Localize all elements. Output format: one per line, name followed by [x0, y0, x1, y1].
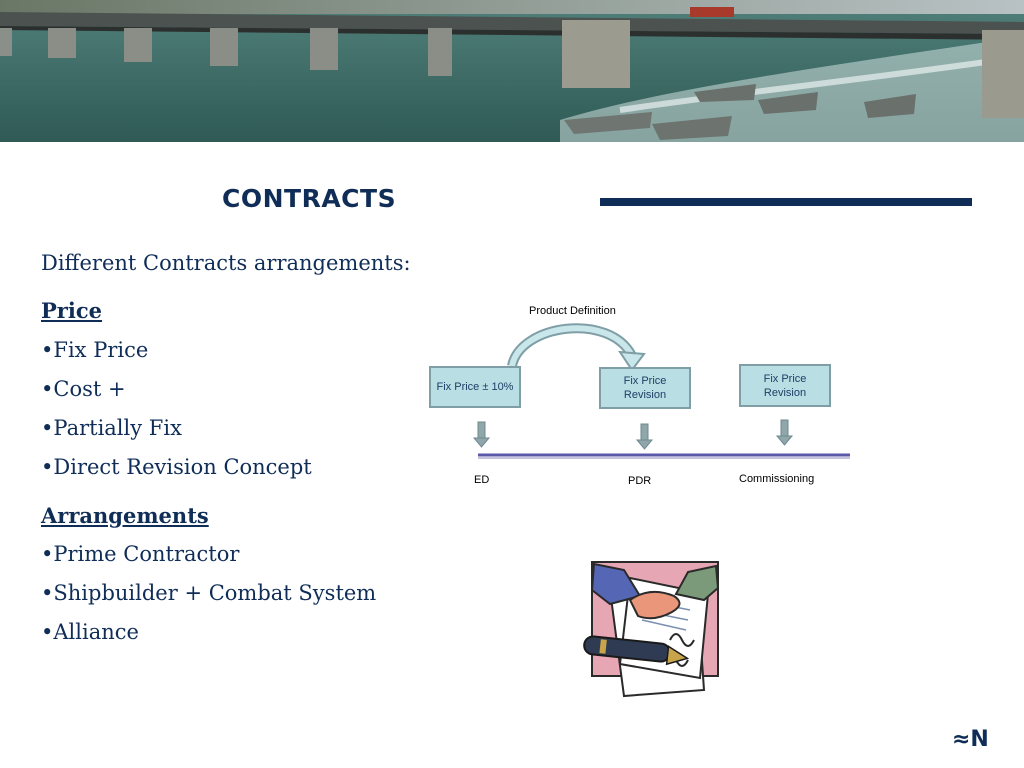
intro-text: Different Contracts arrangements: [41, 251, 411, 275]
arrangement-item: •Prime Contractor [41, 542, 240, 566]
handshake-contract-clipart [580, 560, 722, 700]
contract-timeline-diagram: Product Definition Fix Price ± 10% Fix P… [420, 296, 860, 496]
company-logo: ≈N [952, 727, 989, 752]
price-item: •Partially Fix [41, 416, 182, 440]
milestone-commissioning: Commissioning [739, 473, 815, 485]
product-definition-label: Product Definition [529, 305, 616, 317]
slide-title: CONTRACTS [222, 184, 397, 213]
price-item: •Cost + [41, 377, 126, 401]
fix-price-revision-box: Fix Price Revision [739, 364, 831, 407]
milestone-pdr: PDR [628, 475, 652, 487]
fix-price-revision-box: Fix Price Revision [599, 367, 691, 409]
arrangement-item: •Shipbuilder + Combat System [41, 581, 377, 605]
arrangements-heading: Arrangements [41, 503, 209, 528]
fix-price-box: Fix Price ± 10% [429, 366, 521, 408]
title-divider [600, 198, 972, 206]
milestone-ed: ED [474, 474, 490, 486]
arrangement-item: •Alliance [41, 620, 139, 644]
price-heading: Price [41, 298, 102, 323]
price-item: •Fix Price [41, 338, 149, 362]
banner-photo [0, 0, 1024, 142]
price-item: •Direct Revision Concept [41, 455, 312, 479]
